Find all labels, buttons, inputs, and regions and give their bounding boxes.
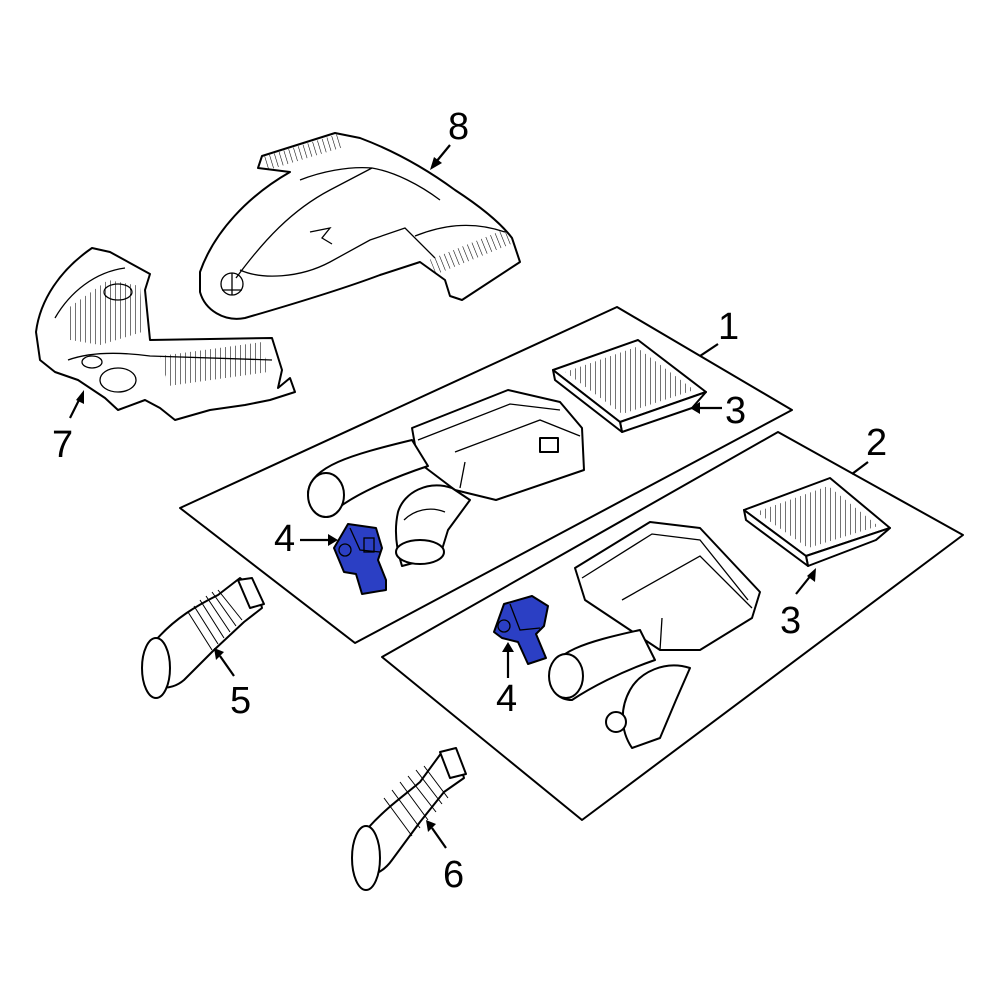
filter-element-part-3-upper bbox=[552, 339, 707, 433]
mass-air-flow-sensor-part-4-lower bbox=[493, 595, 549, 665]
filter-element-part-3-lower bbox=[743, 477, 891, 567]
callout-label-3-lower: 3 bbox=[780, 600, 802, 642]
callout-label-5: 5 bbox=[230, 680, 252, 722]
air-box-housing-lower bbox=[548, 521, 761, 749]
callout-label-6: 6 bbox=[443, 854, 465, 896]
mass-air-flow-sensor-part-4-upper bbox=[333, 523, 387, 595]
side-cover-part-7 bbox=[35, 247, 296, 421]
air-filter-assembly-box-2 bbox=[381, 431, 964, 821]
callout-label-3-upper: 3 bbox=[725, 390, 747, 432]
callout-label-1: 1 bbox=[718, 306, 740, 348]
callout-arrows bbox=[69, 144, 869, 849]
callout-label-2: 2 bbox=[866, 422, 888, 464]
callout-label-4-upper: 4 bbox=[274, 518, 296, 560]
intake-duct-part-5 bbox=[141, 577, 265, 699]
callout-label-8: 8 bbox=[448, 106, 470, 148]
intake-duct-part-6 bbox=[351, 747, 467, 891]
air-filter-assembly-box-1 bbox=[179, 306, 793, 644]
callout-label-4-lower: 4 bbox=[496, 678, 518, 720]
callout-label-7: 7 bbox=[52, 424, 74, 466]
engine-cover-part-8 bbox=[199, 132, 521, 320]
air-box-housing-upper bbox=[307, 389, 585, 567]
